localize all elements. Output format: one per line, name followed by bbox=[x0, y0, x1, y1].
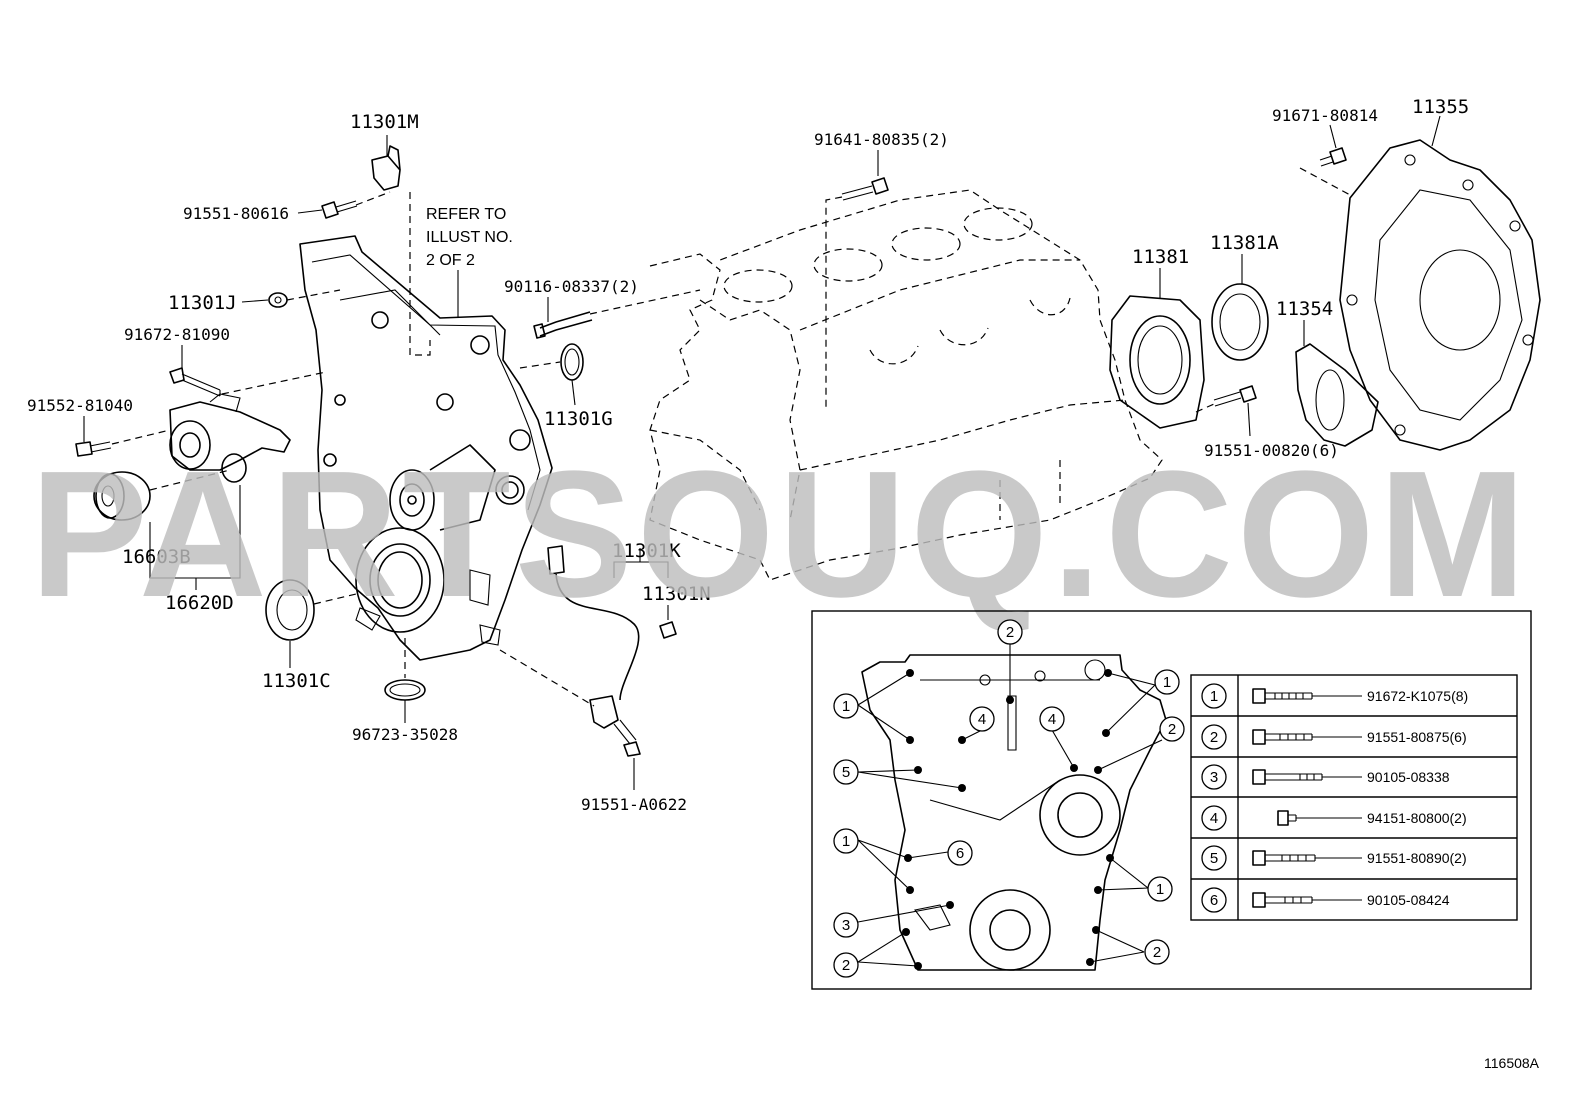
label-91551-80616: 91551-80616 bbox=[183, 204, 289, 223]
inset-callout-leaders bbox=[857, 644, 1163, 967]
callout-1: 1 bbox=[1156, 881, 1164, 898]
refer-note-line-1: REFER TO bbox=[426, 206, 506, 223]
bolt-table-part-1: 91672-K1075(8) bbox=[1367, 688, 1468, 704]
bolt-91672-81090 bbox=[169, 367, 221, 397]
label-16603B: 16603B bbox=[122, 546, 191, 568]
bolt-91551-A0622 bbox=[613, 719, 641, 757]
part-labels: 11301M 91551-80616 REFER TO ILLUST NO. 2… bbox=[27, 96, 1469, 814]
leader-lines bbox=[83, 115, 1441, 790]
label-90116-08337: 90116-08337(2) bbox=[504, 277, 639, 296]
bolt-91551-80616 bbox=[321, 200, 358, 219]
label-11301K: 11301K bbox=[612, 540, 681, 562]
illustration-id: 116508A bbox=[1484, 1055, 1540, 1071]
bolt-11301J bbox=[268, 292, 288, 308]
bolt-table-part-5: 91551-80890(2) bbox=[1367, 850, 1467, 866]
callout-2: 2 bbox=[1153, 944, 1161, 961]
bolt-table-part-4: 94151-80800(2) bbox=[1367, 810, 1467, 826]
bolt-91641-80835 bbox=[841, 177, 889, 201]
rear-oil-seal-retainer-11381 bbox=[1109, 295, 1205, 429]
label-91672-81090: 91672-81090 bbox=[124, 325, 230, 344]
label-91641-80835: 91641-80835(2) bbox=[814, 130, 949, 149]
bolt-table-part-2: 91551-80875(6) bbox=[1367, 729, 1467, 745]
callout-5: 5 bbox=[842, 764, 850, 781]
callout-1: 1 bbox=[1163, 674, 1171, 691]
callout-2: 2 bbox=[1006, 624, 1014, 641]
callout-4: 4 bbox=[1048, 711, 1056, 728]
bolt-91552-81040 bbox=[75, 441, 112, 457]
label-11355: 11355 bbox=[1412, 96, 1469, 118]
callout-2: 2 bbox=[1168, 721, 1176, 738]
callout-1: 1 bbox=[842, 833, 850, 850]
bolt-long-icon bbox=[1252, 688, 1313, 704]
callout-2: 2 bbox=[842, 957, 850, 974]
label-11301C: 11301C bbox=[262, 670, 331, 692]
label-91671-80814: 91671-80814 bbox=[1272, 106, 1378, 125]
bolt-medium-icon bbox=[1252, 892, 1313, 908]
callout-6: 6 bbox=[956, 845, 964, 862]
label-91551-A0622: 91551-A0622 bbox=[581, 795, 687, 814]
label-16620D: 16620D bbox=[165, 592, 234, 614]
label-11301J: 11301J bbox=[168, 292, 237, 314]
stud-90116-08337 bbox=[533, 311, 593, 339]
label-91551-00820: 91551-00820(6) bbox=[1204, 441, 1339, 460]
bolt-table-key-2: 2 bbox=[1210, 729, 1218, 746]
crank-seal-11301C bbox=[265, 579, 315, 641]
bolt-short-icon bbox=[1277, 810, 1297, 826]
cylinder-block bbox=[649, 189, 1163, 581]
callout-3: 3 bbox=[842, 917, 850, 934]
inset-cover-outline bbox=[861, 654, 1167, 971]
bolt-table-key-6: 6 bbox=[1210, 892, 1218, 909]
clamp-11301N bbox=[659, 621, 677, 639]
label-11301M: 11301M bbox=[350, 111, 419, 133]
bolt-table-key-4: 4 bbox=[1210, 810, 1218, 827]
bolt-table-part-3: 90105-08338 bbox=[1367, 769, 1450, 785]
callout-1: 1 bbox=[842, 698, 850, 715]
label-11354: 11354 bbox=[1276, 298, 1333, 320]
label-96723-35028: 96723-35028 bbox=[352, 725, 458, 744]
bolt-91551-00820 bbox=[1213, 385, 1257, 407]
bolt-long-icon bbox=[1252, 850, 1316, 866]
bolt-medium-icon bbox=[1252, 769, 1323, 785]
label-11301G: 11301G bbox=[544, 408, 613, 430]
rear-oil-seal-11381A bbox=[1211, 283, 1269, 361]
timing-chain-cover bbox=[299, 235, 553, 661]
oring-96723-35028 bbox=[384, 679, 426, 701]
crank-position-sensor bbox=[547, 545, 640, 729]
refer-note-line-2: ILLUST NO. bbox=[426, 229, 513, 246]
bolt-table-key-3: 3 bbox=[1210, 769, 1218, 786]
bolt-table-key-5: 5 bbox=[1210, 850, 1218, 867]
cam-position-sensor bbox=[371, 145, 401, 191]
label-91552-81040: 91552-81040 bbox=[27, 396, 133, 415]
tensioner-assembly bbox=[169, 393, 291, 483]
bolt-table: 1 91672-K1075(8) 2 91551-80875(6) 3 bbox=[1190, 674, 1518, 921]
label-11301N: 11301N bbox=[642, 583, 711, 605]
crank-seal-bore bbox=[355, 527, 445, 633]
bolt-medium-icon bbox=[1252, 729, 1313, 745]
end-plate-11355 bbox=[1339, 139, 1541, 451]
inset-callout-circles: 1 1 2 4 4 2 5 1 6 1 3 2 2 bbox=[833, 619, 1185, 978]
oring-11301G bbox=[560, 343, 584, 381]
watermark: PARTSOUQ.COM bbox=[30, 434, 1530, 635]
refer-note-line-3: 2 OF 2 bbox=[426, 252, 475, 269]
bolt-91671-80814 bbox=[1319, 147, 1347, 167]
bolt-table-key-1: 1 bbox=[1210, 688, 1218, 705]
idler-pulley-16603B bbox=[93, 471, 151, 521]
end-plate-11354 bbox=[1295, 343, 1379, 447]
bolt-table-part-6: 90105-08424 bbox=[1367, 892, 1450, 908]
label-11381: 11381 bbox=[1132, 246, 1189, 268]
bolt-location-inset: 1 1 2 4 4 2 5 1 6 1 3 2 2 1 bbox=[811, 610, 1532, 990]
label-11381A: 11381A bbox=[1210, 232, 1279, 254]
callout-4: 4 bbox=[978, 711, 986, 728]
